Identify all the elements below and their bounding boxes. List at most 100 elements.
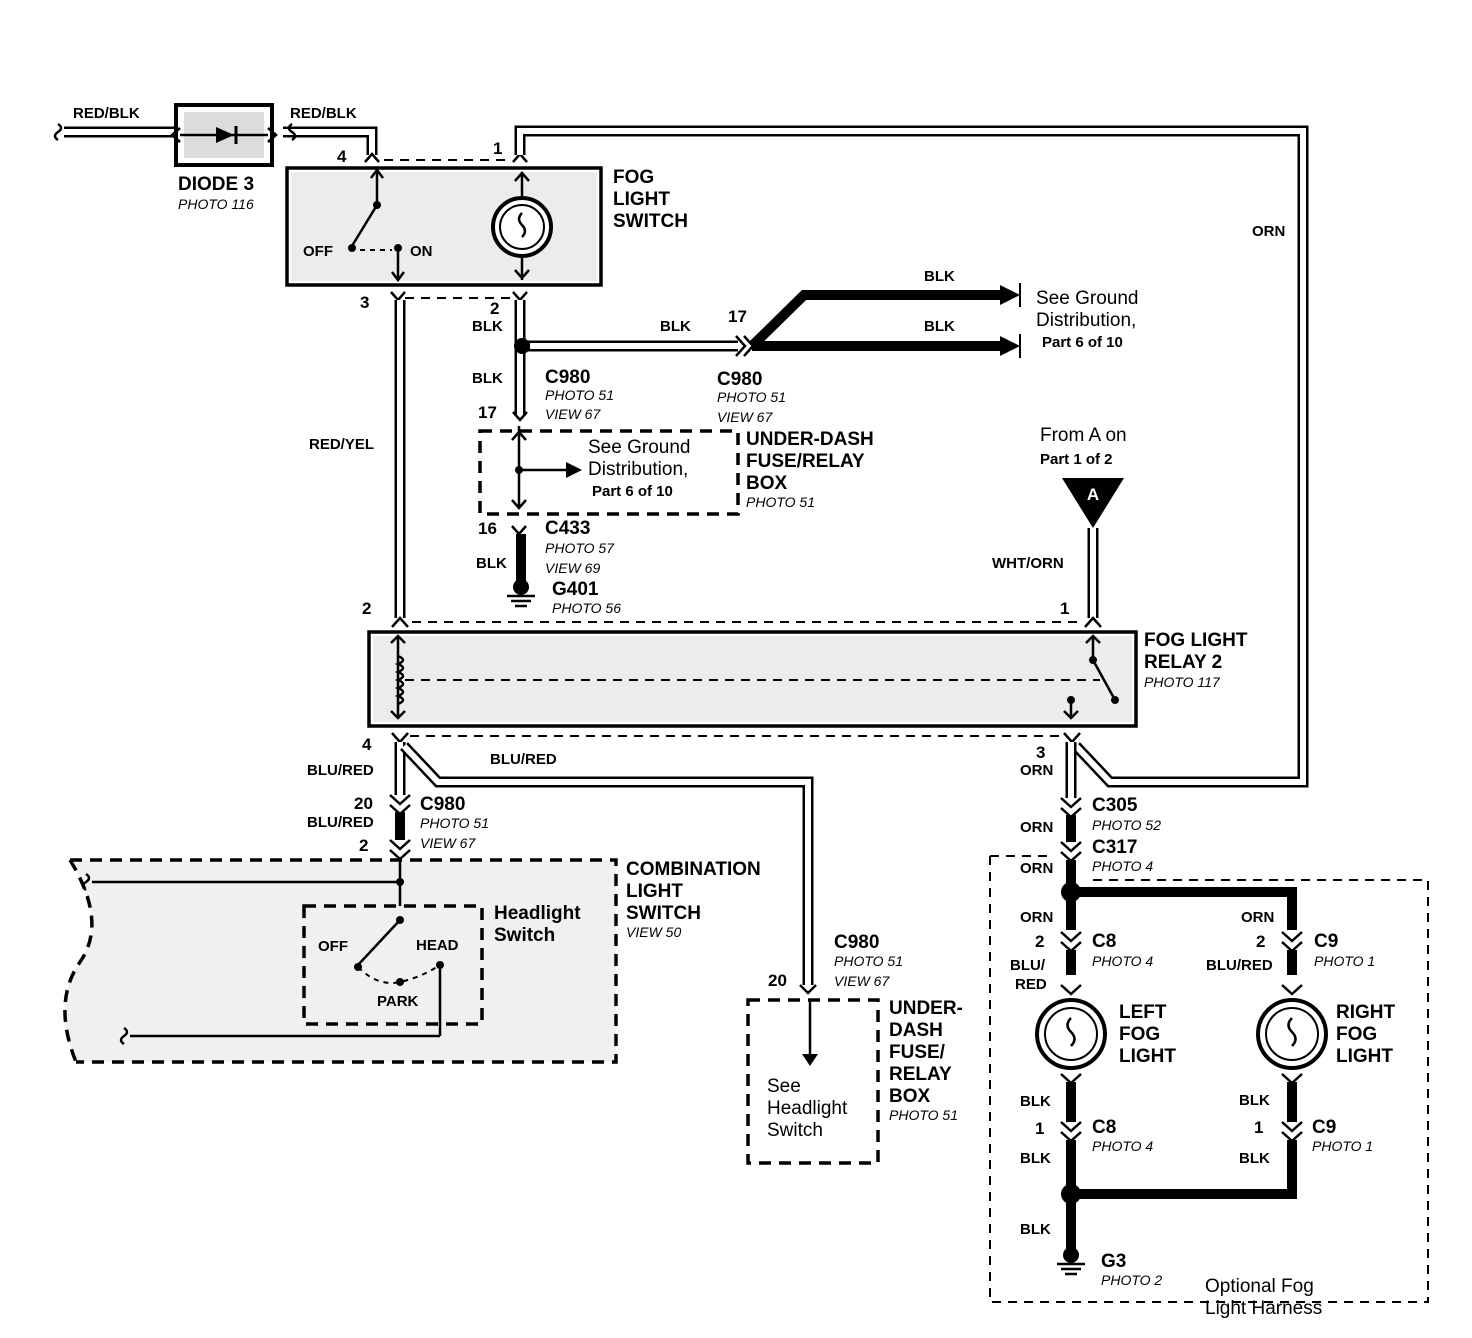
c305-photo: PHOTO 52 [1092, 817, 1161, 833]
c980-mid-photo: PHOTO 51 [717, 389, 786, 405]
wire-label-blu-left-1: BLU/ [1010, 957, 1046, 974]
c305-name: C305 [1092, 795, 1138, 816]
from-a-line2: Part 1 of 2 [1040, 451, 1113, 468]
wire-label-orn-c305: ORN [1020, 819, 1053, 836]
c980-blu-name: C980 [420, 794, 465, 815]
c9-top-photo: PHOTO 1 [1314, 953, 1375, 969]
diode-3: RED/BLK RED/BLK DIODE 3 PHOTO 116 [53, 103, 378, 212]
wire-label-orn-right-branch: ORN [1241, 909, 1274, 926]
wire-label-blk-left-top: BLK [1020, 1093, 1051, 1110]
wire-label-blk-g401: BLK [476, 555, 507, 572]
fuse-bottom-photo: PHOTO 51 [889, 1107, 958, 1123]
wire-label-red-yel: RED/YEL [309, 436, 374, 453]
fuse-top-label-3: BOX [746, 473, 788, 494]
pin-fog-sw-4: 4 [337, 147, 347, 166]
from-a-line1: From A on [1040, 425, 1127, 446]
wire-label-blk-ground-top: BLK [924, 268, 955, 285]
left-fog-label-2: FOG [1119, 1024, 1160, 1045]
pin-c433-16: 16 [478, 519, 497, 538]
pin-relay-4: 4 [362, 735, 372, 754]
under-dash-fuse-box-bottom: 20 C980 PHOTO 51 VIEW 67 See Headlight S… [746, 932, 963, 1165]
fog-switch-label-3: SWITCH [613, 211, 688, 232]
wire-label-blk-ground-bottom: BLK [924, 318, 955, 335]
c433-photo: PHOTO 57 [545, 540, 615, 556]
wire-label-orn-left-branch: ORN [1020, 909, 1053, 926]
g3-photo: PHOTO 2 [1101, 1272, 1162, 1288]
pin-c980-20: 20 [354, 794, 373, 813]
wire-label-blu-red-branch: BLU/RED [490, 751, 557, 768]
from-a-input: From A on Part 1 of 2 A WHT/ORN [992, 425, 1127, 618]
c980-blu-photo: PHOTO 51 [420, 815, 489, 831]
c980-mid-name: C980 [717, 369, 762, 390]
diode-photo: PHOTO 116 [178, 196, 254, 212]
c8-top-name: C8 [1092, 931, 1116, 952]
pin-fog-sw-3: 3 [360, 293, 369, 312]
combination-label-1: COMBINATION [626, 859, 761, 880]
ground-dist-right-3: Part 6 of 10 [1042, 334, 1123, 351]
relay-label-2: RELAY 2 [1144, 652, 1222, 673]
c8-top-photo: PHOTO 4 [1092, 953, 1153, 969]
wire-label-blk-right-bottom: BLK [1239, 1150, 1270, 1167]
fog-switch-on: ON [410, 243, 433, 260]
wire-label-blu-red-main: BLU/RED [307, 762, 374, 779]
headlight-label-2: Switch [494, 925, 555, 946]
pin-fuse-20: 20 [768, 971, 787, 990]
harness-label-2: Light Harness [1205, 1298, 1322, 1319]
fuse-top-label-1: UNDER-DASH [746, 429, 874, 450]
wire-label-blk-right-top: BLK [1239, 1092, 1270, 1109]
pin-c9-2: 2 [1256, 932, 1265, 951]
blu-red-wires: BLU/RED BLU/RED 20 BLU/RED 2 C980 PHOTO … [307, 735, 1060, 985]
pin-c8-1: 1 [1035, 1119, 1044, 1138]
marker-a: A [1087, 485, 1099, 504]
fog-light-switch: OFF ON FOG LIGHT SWITCH 4 1 3 2 [285, 139, 688, 318]
wire-label-blk-to-17: BLK [660, 318, 691, 335]
c317-photo: PHOTO 4 [1092, 858, 1153, 874]
ground-dist-box-3: Part 6 of 10 [592, 483, 673, 500]
wire-label-red-blk-left: RED/BLK [73, 105, 140, 122]
orn-relay-output: ORN C305 PHOTO 52 ORN C317 PHOTO 4 ORN [1020, 742, 1161, 890]
wire-label-blk-pin2: BLK [472, 318, 503, 335]
wire-label-blu-left-2: RED [1015, 976, 1047, 993]
c317-name: C317 [1092, 837, 1137, 858]
pin-comb-2: 2 [359, 836, 368, 855]
left-fog-label-1: LEFT [1119, 1002, 1167, 1023]
pin-relay-2: 2 [362, 599, 371, 618]
pin-c980-17-mid: 17 [728, 307, 747, 326]
headlight-park: PARK [377, 993, 419, 1010]
c980-left-name: C980 [545, 367, 590, 388]
right-fog-label-2: FOG [1336, 1024, 1377, 1045]
pin-c980-17-top: 17 [478, 403, 497, 422]
wire-label-red-blk-right: RED/BLK [290, 105, 357, 122]
combination-view: VIEW 50 [626, 924, 681, 940]
wire-label-orn-pin3: ORN [1020, 762, 1053, 779]
left-fog-label-3: LIGHT [1119, 1046, 1176, 1067]
c9-bottom-name: C9 [1312, 1117, 1336, 1138]
ground-dist-right-2: Distribution, [1036, 310, 1136, 331]
c433-name: C433 [545, 518, 590, 539]
c980-left-view: VIEW 67 [545, 406, 601, 422]
wire-label-blk-left-bottom: BLK [1020, 1150, 1051, 1167]
c8-bottom-name: C8 [1092, 1117, 1116, 1138]
pin-relay-1: 1 [1060, 599, 1069, 618]
ground-dist-box-2: Distribution, [588, 459, 688, 480]
fuse-bottom-5: BOX [889, 1086, 931, 1107]
fuse-bottom-4: RELAY [889, 1064, 952, 1085]
harness-label-1: Optional Fog [1205, 1276, 1314, 1297]
wire-label-orn-right: ORN [1252, 223, 1285, 240]
blk-ground-circuit: BLK BLK BLK BLK 17 See Ground Distributi… [472, 268, 1138, 425]
fuse-bottom-2: DASH [889, 1020, 943, 1041]
c9-bottom-photo: PHOTO 1 [1312, 1138, 1373, 1154]
pin-c8-2: 2 [1035, 932, 1044, 951]
c980-left-photo: PHOTO 51 [545, 387, 614, 403]
pin-relay-3: 3 [1036, 743, 1045, 762]
see-headlight-1: See [767, 1076, 801, 1097]
fuse-top-photo: PHOTO 51 [746, 494, 815, 510]
relay-photo: PHOTO 117 [1144, 674, 1221, 690]
wire-label-blk-g3: BLK [1020, 1221, 1051, 1238]
headlight-label-1: Headlight [494, 903, 581, 924]
pin-c9-1: 1 [1254, 1118, 1263, 1137]
headlight-head: HEAD [416, 937, 459, 954]
relay-label-1: FOG LIGHT [1144, 630, 1248, 651]
pin-fog-sw-2: 2 [490, 299, 499, 318]
